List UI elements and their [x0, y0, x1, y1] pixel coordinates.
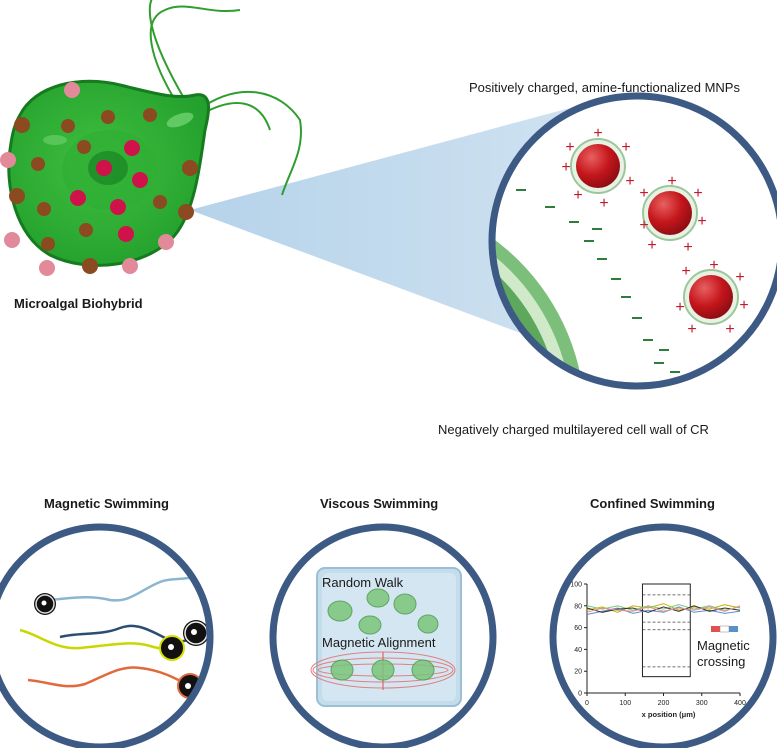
channel-box — [641, 583, 691, 678]
svg-text:+: + — [709, 257, 718, 274]
x-tick-label: 100 — [619, 700, 631, 707]
svg-text:+: + — [739, 297, 748, 314]
y-tick-label: 60 — [574, 625, 582, 632]
trajectory-series-3 — [586, 604, 741, 611]
swimmer-cell-2 — [183, 620, 209, 646]
confined-swimming-panel: 0 100 200 300 400 0 20 40 60 80 100 x position (μm)… — [549, 523, 777, 748]
trajectory-series-5 — [586, 605, 741, 613]
magnet-icon — [711, 625, 738, 633]
y-tick-label: 80 — [574, 603, 582, 610]
viscous-swimming-title: Viscous Swimming — [320, 496, 439, 511]
svg-text:+: + — [735, 269, 744, 286]
svg-text:+: + — [561, 159, 570, 176]
mnp-particle-3 — [683, 269, 739, 325]
cell-mnps — [0, 82, 198, 276]
zoom-circle: +++ +++ + +++ +++ + +++ +++ + — [488, 92, 777, 390]
confined-swimming-title: Confined Swimming — [590, 496, 715, 511]
swimmer-cell-3 — [159, 635, 185, 661]
svg-text:+: + — [683, 239, 692, 256]
svg-text:+: + — [675, 299, 684, 316]
swimmer-cell-1 — [34, 593, 56, 615]
x-axis-label: x position (μm) — [642, 710, 696, 719]
positive-charges: +++ +++ + +++ +++ + +++ +++ + — [561, 125, 748, 338]
svg-text:+: + — [639, 185, 648, 202]
cell-wall-label: Negatively charged multilayered cell wal… — [438, 422, 709, 437]
y-tick-label: 20 — [574, 669, 582, 676]
x-tick-label: 400 — [734, 700, 746, 707]
confined-chart: 0 100 200 300 400 0 20 40 60 80 100 x position (μm) — [570, 582, 746, 720]
svg-text:+: + — [697, 213, 706, 230]
svg-text:+: + — [725, 321, 734, 338]
svg-text:+: + — [625, 173, 634, 190]
svg-text:+: + — [573, 187, 582, 204]
random-walk-label: Random Walk — [322, 575, 404, 590]
magnetic-swimming-panel — [0, 523, 214, 748]
svg-text:+: + — [667, 173, 676, 190]
magnetic-alignment-label: Magnetic Alignment — [322, 635, 436, 650]
svg-text:+: + — [565, 139, 574, 156]
x-tick-label: 300 — [696, 700, 708, 707]
svg-text:+: + — [621, 139, 630, 156]
svg-text:+: + — [681, 263, 690, 280]
y-tick-label: 40 — [574, 647, 582, 654]
trajectory-series-4 — [586, 605, 741, 613]
viscous-swimming-panel: Random Walk Magnetic Alignment — [269, 523, 497, 748]
aligned-algae — [330, 659, 435, 681]
svg-text:+: + — [593, 125, 602, 142]
microalga-cell — [0, 0, 302, 276]
random-algae — [327, 588, 439, 635]
magnetic-crossing-label-1: Magnetic — [697, 638, 750, 653]
svg-text:+: + — [639, 217, 648, 234]
magnetic-swimming-title: Magnetic Swimming — [44, 496, 169, 511]
x-tick-label: 200 — [658, 700, 670, 707]
svg-text:+: + — [599, 195, 608, 212]
svg-text:+: + — [693, 185, 702, 202]
cell-label: Microalgal Biohybrid — [14, 296, 143, 311]
svg-text:+: + — [687, 321, 696, 338]
x-tick-label: 0 — [585, 700, 589, 707]
trajectory-blue — [49, 575, 196, 602]
trajectory-orange — [27, 666, 189, 688]
mnp-particle-2 — [642, 185, 698, 241]
y-tick-label: 100 — [570, 582, 582, 589]
mnp-particle-1 — [570, 138, 626, 194]
mnp-label: Positively charged, amine-functionalized… — [469, 80, 740, 95]
magnetic-crossing-label-2: crossing — [697, 654, 745, 669]
y-tick-label: 0 — [578, 691, 582, 698]
svg-text:+: + — [647, 237, 656, 254]
